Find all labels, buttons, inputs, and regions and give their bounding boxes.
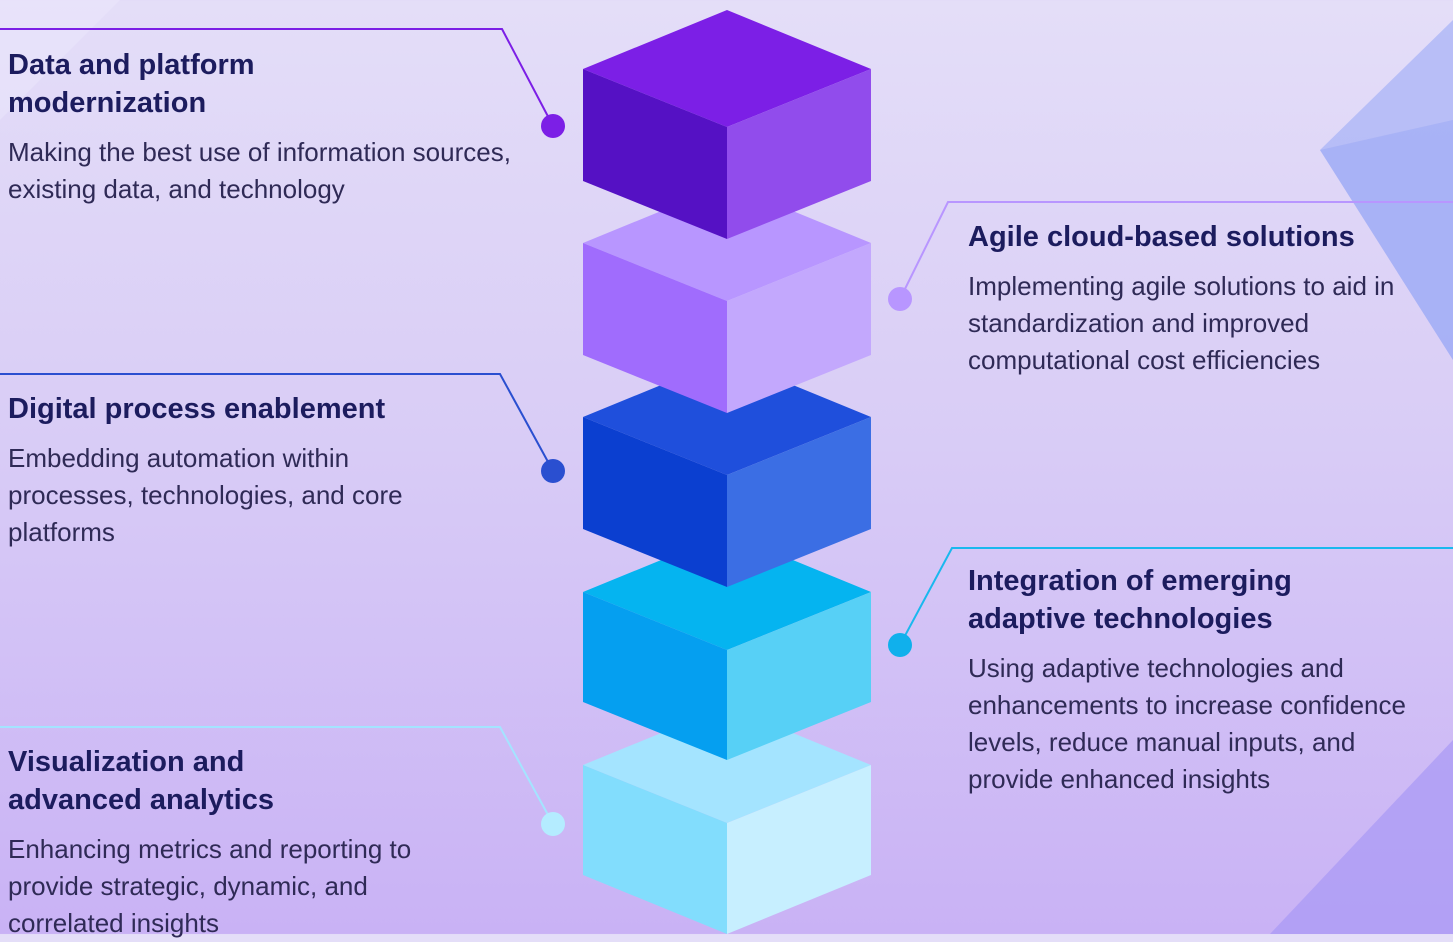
- connector-dot-4: [888, 633, 912, 657]
- pillar-emerging-tech: Integration of emerging adaptive technol…: [968, 562, 1418, 798]
- connector-line-1: [0, 28, 554, 127]
- cube-3: [583, 358, 871, 587]
- pillar-description: Making the best use of information sourc…: [8, 137, 511, 204]
- connector-dot-2: [888, 287, 912, 311]
- pillar-title: Digital process enablement: [8, 393, 386, 425]
- cube-4: [583, 533, 871, 760]
- connector-dot-1: [541, 114, 565, 138]
- pillar-description: Using adaptive technologies and enhancem…: [968, 653, 1406, 794]
- pillar-description: Implementing agile solutions to aid in s…: [968, 271, 1395, 375]
- connector-line-4: [899, 547, 1453, 646]
- connector-line-3: [0, 373, 554, 472]
- connector-dot-5: [541, 812, 565, 836]
- cube-2: [583, 184, 871, 413]
- pillar-title: Integration of emerging adaptive technol…: [968, 565, 1292, 635]
- pillar-digital-process: Digital process enablement Embedding aut…: [8, 390, 428, 551]
- connector-dot-3: [541, 459, 565, 483]
- connector-line-2: [899, 201, 1453, 300]
- pillar-data-platform: Data and platform modernization Making t…: [8, 46, 518, 208]
- pillar-title: Data and platform modernization: [8, 49, 255, 119]
- cube-5: [583, 706, 871, 934]
- connector-line-5: [0, 726, 554, 825]
- pillar-agile-cloud: Agile cloud-based solutions Implementing…: [968, 218, 1438, 379]
- pillar-title: Visualization and advanced analytics: [8, 746, 274, 816]
- pillar-title: Agile cloud-based solutions: [968, 221, 1355, 253]
- pillar-description: Embedding automation within processes, t…: [8, 443, 403, 547]
- cube-1: [583, 10, 871, 239]
- pillar-description: Enhancing metrics and reporting to provi…: [8, 834, 412, 938]
- pillar-visualization: Visualization and advanced analytics Enh…: [8, 743, 468, 942]
